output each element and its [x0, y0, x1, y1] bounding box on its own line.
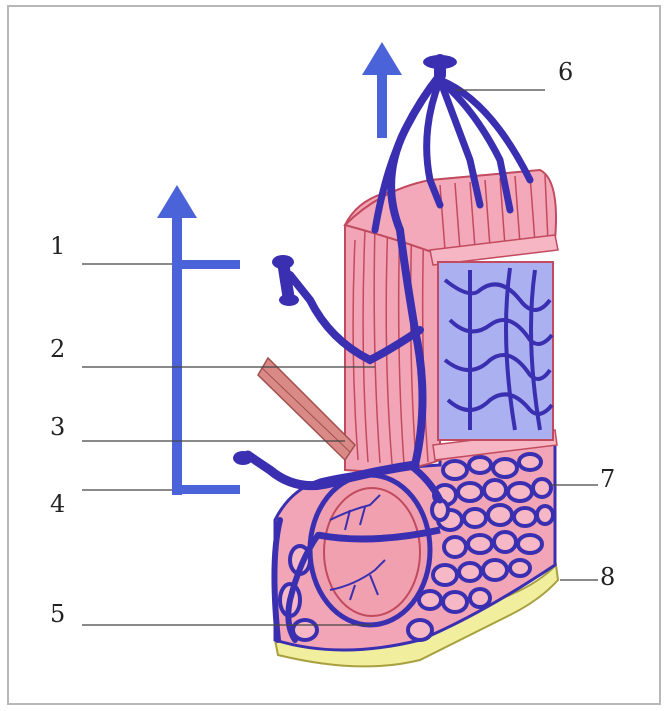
vessel-end-4	[233, 451, 253, 465]
vessel-1-tube	[283, 262, 289, 300]
label-5: 5	[50, 600, 65, 628]
label-6: 6	[558, 58, 573, 86]
label-7: 7	[600, 465, 615, 493]
label-8: 8	[600, 563, 615, 591]
label-4: 4	[50, 490, 65, 518]
lymph-node-inner	[324, 488, 420, 616]
label-3: 3	[50, 413, 65, 441]
label-1: 1	[50, 232, 65, 260]
label-2: 2	[50, 335, 65, 363]
portal-vein-end	[423, 55, 457, 69]
